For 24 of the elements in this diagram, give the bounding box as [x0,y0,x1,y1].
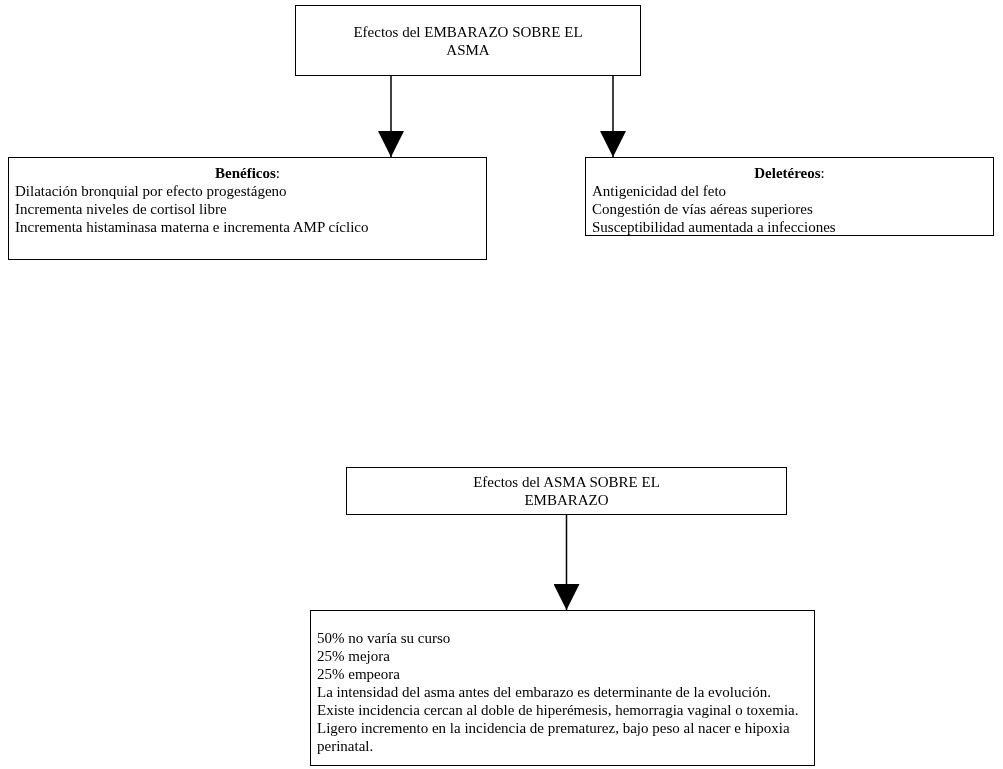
body-text: 25% empeora [317,665,401,683]
body-text: Incrementa histaminasa materna e incrementa AMP cíclico [15,218,370,236]
body-text: Antigenicidad del feto [592,182,728,200]
heading-text: Efectos del EMBARAZO SOBRE EL ASMA [353,22,583,59]
body-text: 25% mejora [317,647,391,665]
body-text: La intensidad del asma antes del embarazo es determinante de la evolución. [317,683,772,701]
body-text: Incrementa niveles de cortisol libre [15,200,228,218]
body-text: Existe incidencia cercan al doble de hiperémesis, hemorragia vaginal o toxemia. [317,701,800,719]
text-box [8,157,487,260]
body-text: Ligero incremento en la incidencia de prematurez, bajo peso al nacer e hipoxia perinatal. [317,719,791,755]
arrow [600,75,626,158]
heading-text: Deletéreos: [754,164,825,182]
title-box [295,5,641,76]
body-text: Dilatación bronquial por efecto progestágeno [15,182,288,200]
heading-text: Benéficos: [215,164,280,182]
heading-text: Efectos del ASMA SOBRE EL EMBARAZO [472,473,661,509]
body-text: Susceptibilidad aumentada a infecciones [592,218,837,236]
body-text: Congestión de vías aéreas superiores [592,200,814,218]
text-box [585,157,994,236]
arrow [378,75,404,158]
arrow [553,514,580,611]
text-box [310,610,815,766]
body-text: 50% no varía su curso [317,629,452,647]
title-box [346,467,787,515]
